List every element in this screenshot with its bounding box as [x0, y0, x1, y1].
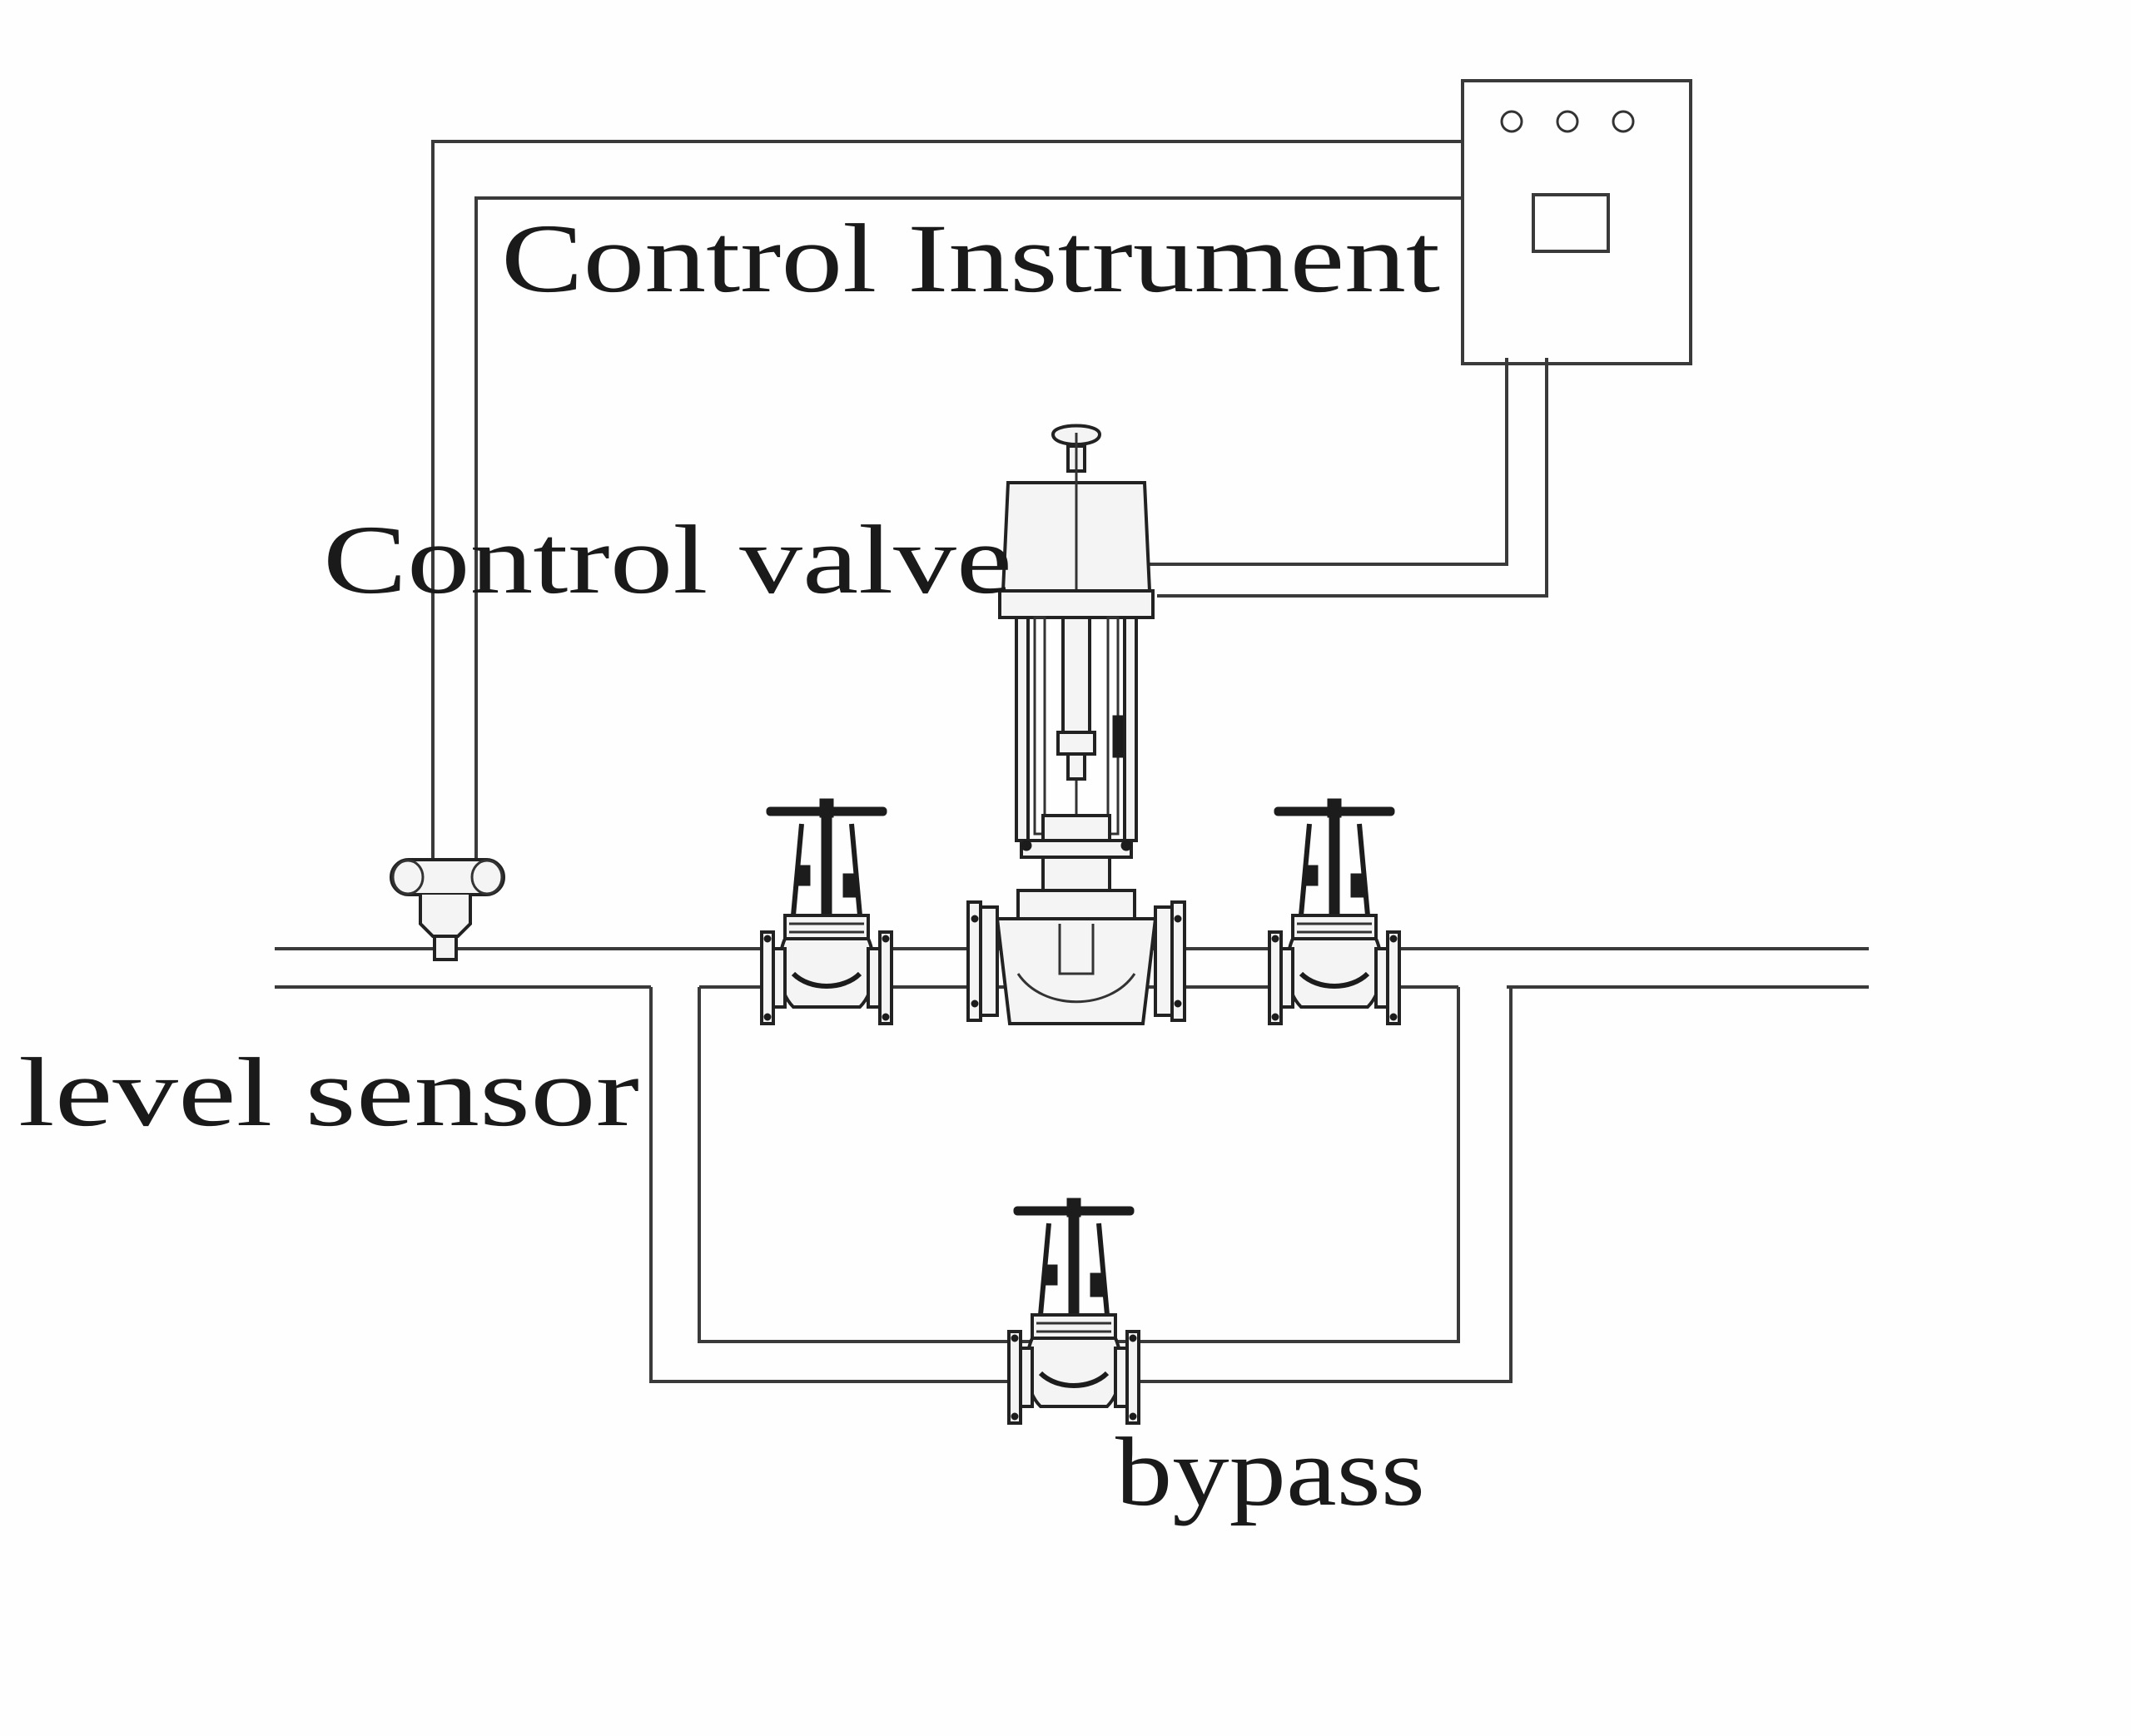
handwheel-globe-valve-icon: [1009, 1198, 1139, 1423]
control-instrument-label: Control Instrument: [501, 204, 1440, 313]
handwheel-globe-valve-icon: [1269, 799, 1399, 1024]
bypass-label: bypass: [1115, 1417, 1425, 1526]
level-sensor-icon: [390, 858, 505, 961]
actuated-globe-valve-icon: [966, 424, 1186, 1025]
control-panel-icon: [1461, 79, 1692, 365]
handwheel-globe-valve-icon: [762, 799, 892, 1024]
control-valve-label: Control valve: [323, 505, 1012, 614]
signal-line-instrument-to-valve: [1149, 358, 1548, 598]
signal-line-sensor-to-instrument: [431, 140, 1463, 861]
level-sensor-label: level sensor: [18, 1038, 639, 1147]
